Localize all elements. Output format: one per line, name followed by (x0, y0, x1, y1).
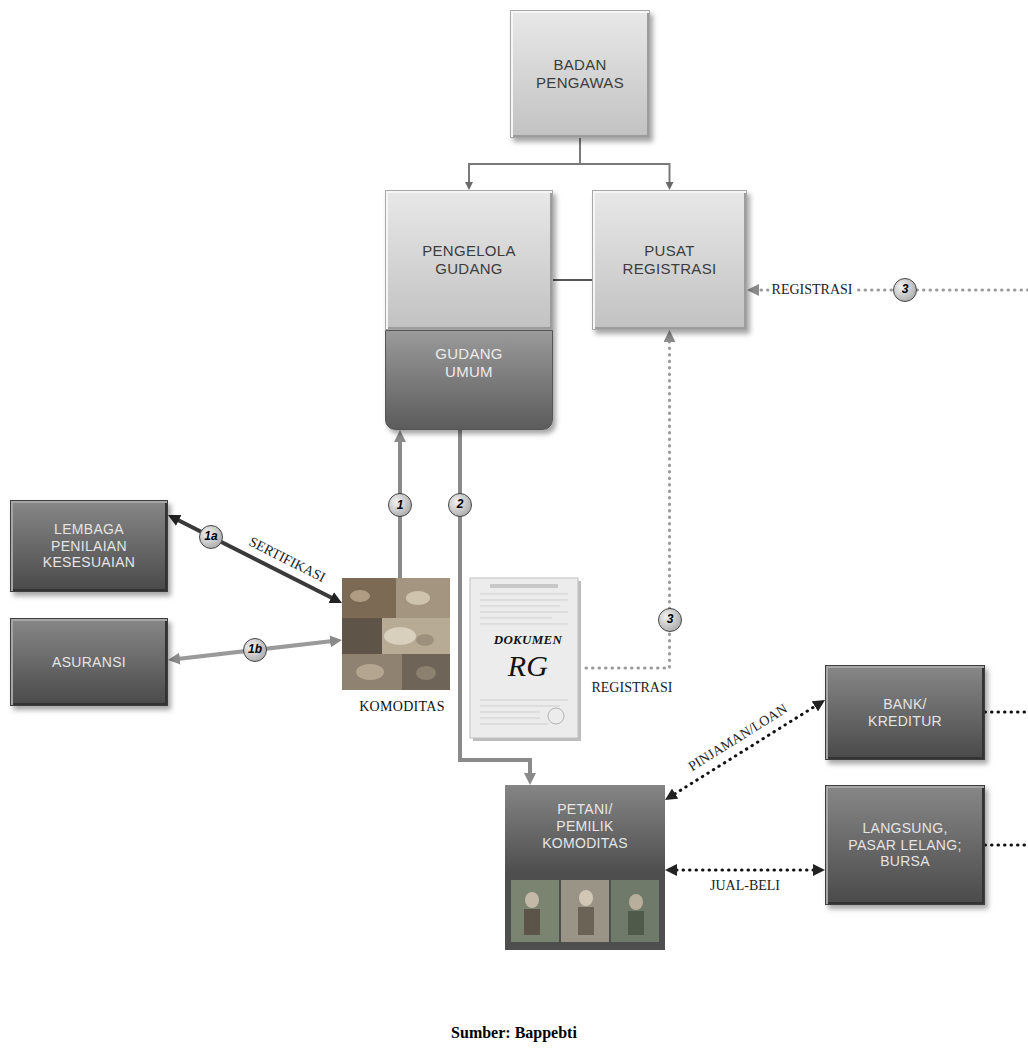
commodity-photos (342, 578, 450, 690)
callout-number: 1b (243, 638, 267, 662)
connector-arrow (553, 279, 592, 281)
connector-arrow (460, 430, 530, 780)
source-caption: Sumber: Bappebti (0, 1024, 1028, 1042)
bean-shape (416, 666, 436, 680)
registration-feed-line (752, 289, 1028, 292)
photo-tile (611, 880, 659, 942)
connector-arrow (173, 641, 337, 660)
bean-shape (406, 591, 430, 605)
photo-tile (342, 578, 396, 618)
person-figure (525, 892, 539, 908)
person-figure (579, 890, 593, 906)
connector-arrow (586, 335, 670, 668)
document-lines (480, 594, 568, 624)
bean-shape (350, 590, 370, 602)
box-label: PETANI/ PEMILIK KOMODITAS (530, 801, 640, 851)
flow-label: REGISTRASI (770, 282, 855, 298)
person-figure (524, 909, 540, 935)
market-box: LANGSUNG, PASAR LELANG; BURSA (825, 785, 985, 905)
bean-shape (356, 664, 384, 680)
box-label: LEMBAGA PENILAIAN KESESUAIAN (24, 521, 154, 571)
agency-box: LEMBAGA PENILAIAN KESESUAIAN (10, 500, 168, 592)
box-label: RG (478, 648, 578, 684)
document-sheet (470, 578, 578, 738)
connector-arrow (670, 869, 820, 872)
photo-tile (511, 880, 559, 942)
photo-tile (342, 618, 382, 654)
edge-label: REGISTRASI (589, 680, 674, 696)
connector-arrow (669, 703, 821, 798)
offpage-dotted-line (985, 844, 1028, 847)
bank-box: BANK/ KREDITUR (825, 665, 985, 760)
box-label: LANGSUNG, PASAR LELANG; BURSA (840, 820, 970, 870)
warehouse-box: GUDANG UMUM (385, 330, 553, 430)
connector-arrow (469, 138, 580, 185)
connector-arrow (172, 517, 337, 600)
person-figure (628, 911, 644, 935)
bean-shape (384, 627, 416, 645)
document-header (490, 584, 558, 588)
bean-shape (416, 634, 434, 646)
edge-label: PINJAMAN/LOAN (683, 700, 791, 776)
callout-number: 1a (199, 525, 223, 549)
connector-arrow (580, 138, 670, 185)
edge-label: SERTIFIKASI (245, 533, 330, 587)
farmer-panel (505, 873, 665, 950)
receipt-document-image (470, 578, 581, 741)
photo-tile (402, 654, 450, 690)
photo-tile (342, 654, 402, 690)
connector-arrow (398, 435, 402, 578)
callout-number: 2 (448, 493, 472, 517)
photo-tile (561, 880, 609, 942)
document-lines (480, 700, 568, 724)
farmer-box: PETANI/ PEMILIK KOMODITAS (505, 785, 665, 950)
box-label: ASURANSI (29, 654, 149, 671)
registry-box: PUSAT REGISTRASI (592, 190, 747, 330)
document-stamp (548, 708, 564, 724)
box-label: DOKUMEN (478, 632, 578, 648)
commodity-node: KOMODITAS (342, 578, 462, 718)
box-label: BANK/ KREDITUR (855, 696, 955, 730)
process-box: PENGELOLA GUDANG (385, 190, 553, 330)
box-label: BADAN PENGAWAS (530, 56, 630, 92)
callout-number: 3 (893, 278, 917, 302)
edge-label: JUAL-BELI (708, 878, 782, 894)
authority-box: BADAN PENGAWAS (510, 10, 650, 138)
photo-tile (396, 578, 450, 618)
farmer-photos (505, 873, 665, 950)
box-label: KOMODITAS (350, 699, 454, 716)
offpage-dotted-line (985, 711, 1028, 714)
photo-tile (382, 618, 450, 654)
box-label: PENGELOLA GUDANG (413, 242, 525, 278)
person-figure (629, 894, 643, 910)
person-figure (578, 907, 594, 935)
receipt-document: DOKUMENRG (470, 578, 586, 738)
insurance-box: ASURANSI (10, 618, 168, 706)
box-label: PUSAT REGISTRASI (614, 242, 726, 278)
callout-number: 3 (658, 608, 682, 632)
box-label: GUDANG UMUM (419, 345, 519, 381)
callout-number: 1 (388, 493, 412, 517)
connector-group (172, 138, 820, 870)
